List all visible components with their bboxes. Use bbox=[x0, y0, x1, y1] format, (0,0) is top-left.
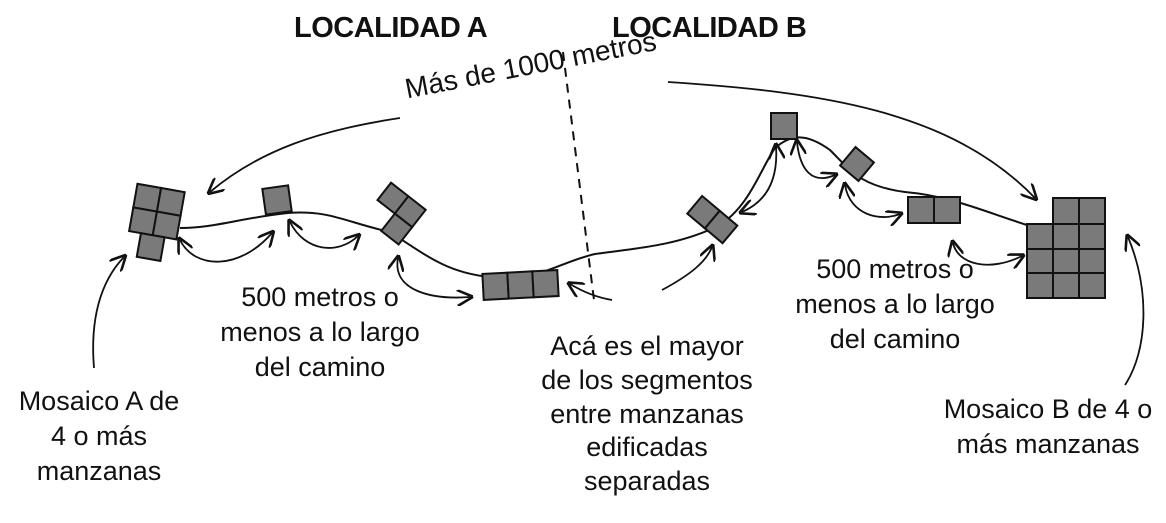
mosaic-a bbox=[127, 182, 186, 263]
mosaic-b-block bbox=[1026, 223, 1054, 250]
distance-arrow-left bbox=[210, 117, 401, 192]
mosaic-b-block bbox=[1078, 223, 1106, 250]
segment-arrow-b-1 bbox=[742, 146, 776, 212]
distance-arrow-right bbox=[667, 81, 1035, 198]
mosaic-b-block bbox=[1078, 248, 1106, 274]
mosaic-b bbox=[1026, 197, 1106, 299]
block-center bbox=[531, 268, 560, 299]
mosaic-b-block bbox=[1052, 197, 1080, 225]
mosaic-a-label: Mosaico A de 4 o más manzanas bbox=[18, 386, 180, 487]
block-b-4 bbox=[933, 196, 961, 224]
block-a-2 bbox=[379, 212, 414, 246]
block-b-1 bbox=[703, 209, 739, 245]
block-center bbox=[506, 270, 535, 300]
mosaic-b-block bbox=[1052, 223, 1080, 250]
segment-arrow-b-3 bbox=[845, 185, 900, 217]
block-group-a-2 bbox=[376, 181, 428, 246]
mosaic-b-pointer-arrow bbox=[1125, 237, 1145, 386]
block-a-1 bbox=[261, 184, 293, 216]
segment-arrow-a-2 bbox=[290, 222, 358, 248]
segment-arrow-b-4 bbox=[953, 243, 1022, 265]
segment-arrow-a-1 bbox=[180, 233, 272, 263]
locality-a-header: LOCALIDAD A bbox=[294, 12, 488, 44]
mosaic-b-block bbox=[1026, 272, 1054, 299]
mosaic-b-block bbox=[1078, 272, 1106, 299]
mosaic-a-pointer-arrow bbox=[92, 257, 124, 369]
block-b-3 bbox=[838, 145, 876, 183]
segment-label-locality-b: 500 metros o menos a lo largo del camino bbox=[795, 254, 995, 355]
largest-gap-arrow-left bbox=[570, 284, 613, 301]
segment-label-locality-a: 500 metros o menos a lo largo del camino bbox=[220, 282, 420, 383]
largest-gap-arrow-right bbox=[661, 247, 712, 291]
segment-arrow-a-3 bbox=[397, 258, 470, 298]
mosaic-b-block bbox=[1078, 197, 1106, 225]
segment-arrow-b-2 bbox=[797, 142, 835, 178]
mosaic-b-block bbox=[1052, 248, 1080, 274]
block-center bbox=[481, 271, 510, 301]
mosaic-b-block bbox=[1052, 272, 1080, 299]
block-row-center bbox=[481, 268, 560, 301]
mosaic-b-block bbox=[1026, 248, 1054, 274]
largest-gap-label: Acá es el mayor de los segmentos entre m… bbox=[541, 331, 753, 496]
block-b-2 bbox=[770, 112, 798, 140]
mosaic-a-block bbox=[135, 231, 166, 263]
locality-b-header: LOCALIDAD B bbox=[612, 12, 807, 44]
block-b-4 bbox=[907, 196, 935, 224]
block-group-b-4 bbox=[907, 196, 961, 224]
locality-divider-line bbox=[562, 51, 595, 301]
block-group-b-1 bbox=[685, 194, 739, 245]
mosaic-b-label: Mosaico B de 4 o más manzanas bbox=[943, 394, 1153, 460]
